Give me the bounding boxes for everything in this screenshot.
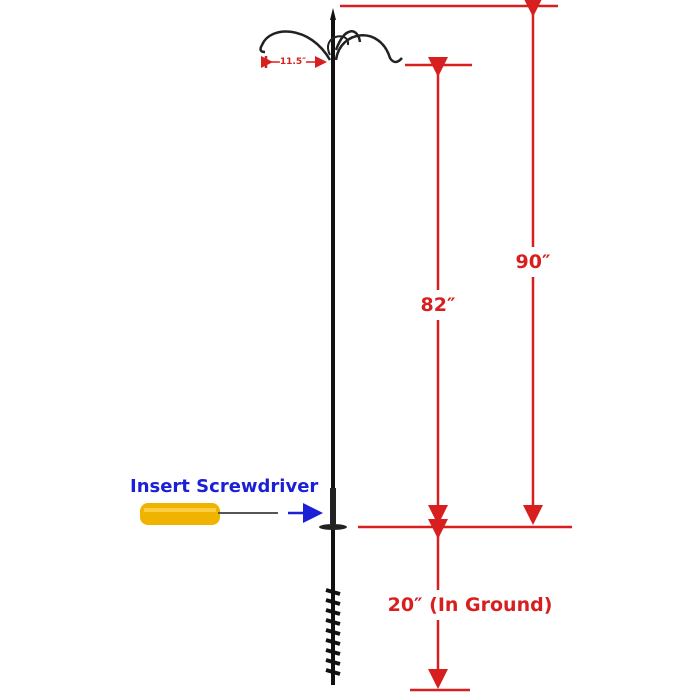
- ground-auger: [325, 585, 341, 685]
- dimension-lines: [261, 0, 572, 692]
- insert-screwdriver-label: Insert Screwdriver: [130, 476, 319, 497]
- hook-height-label: 82″: [420, 290, 456, 320]
- shepherd-hook-pole: [259, 8, 403, 685]
- hook-reach-label: 11.5″: [279, 57, 307, 67]
- in-ground-label: 20″ (In Ground): [387, 590, 553, 620]
- total-height-label: 90″: [515, 247, 551, 277]
- screwdriver-icon: [140, 503, 278, 525]
